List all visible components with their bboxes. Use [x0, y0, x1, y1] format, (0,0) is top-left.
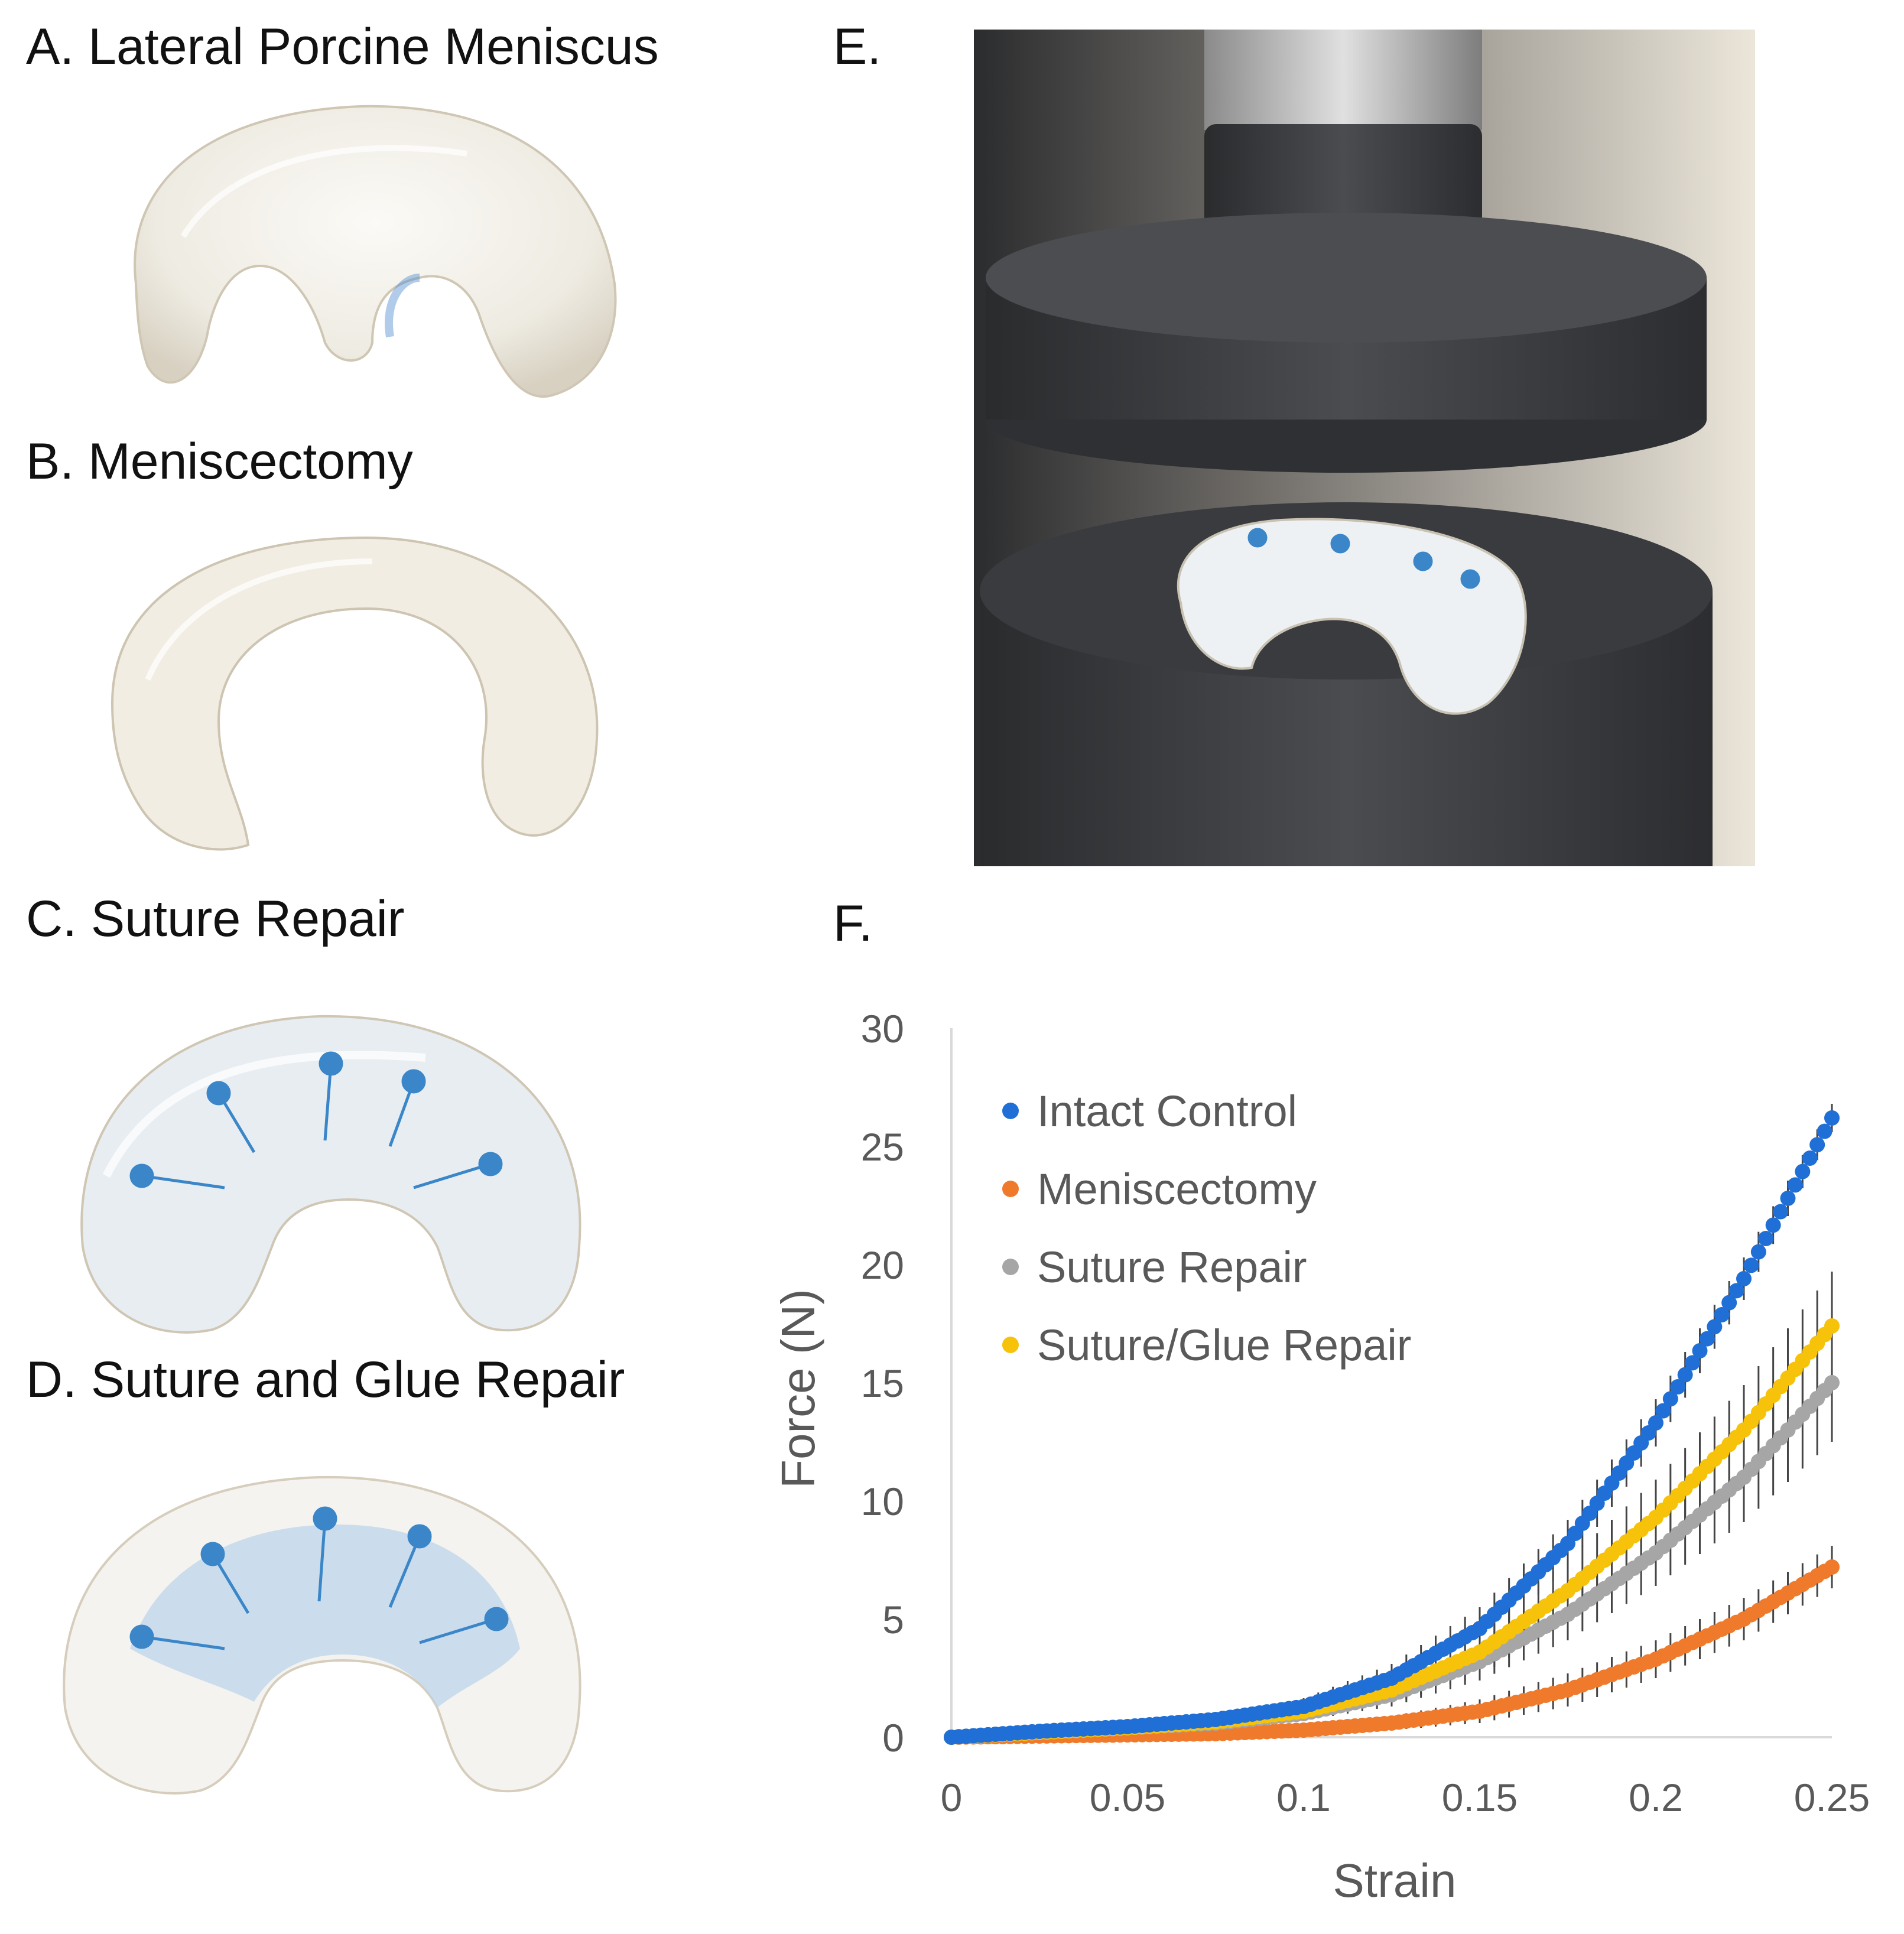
- panel-f-label: F.: [833, 895, 873, 952]
- y-tick-label: 10: [861, 1480, 904, 1523]
- x-tick-label: 0: [941, 1776, 963, 1819]
- x-tick-label: 0.2: [1629, 1776, 1683, 1819]
- data-point: [1817, 1123, 1832, 1139]
- data-point: [1765, 1217, 1781, 1233]
- data-point: [1824, 1559, 1840, 1575]
- data-point: [1648, 1415, 1663, 1431]
- legend-label: Suture Repair: [1037, 1243, 1307, 1292]
- panel-d-label: D. Suture and Glue Repair: [26, 1351, 625, 1408]
- y-tick-label: 15: [861, 1361, 904, 1405]
- panel-a-label: A. Lateral Porcine Meniscus: [26, 18, 659, 75]
- data-point: [1758, 1231, 1774, 1246]
- x-axis-label: Strain: [1333, 1854, 1457, 1907]
- data-point: [1662, 1391, 1678, 1407]
- data-point: [1655, 1403, 1671, 1419]
- data-point: [1795, 1163, 1811, 1179]
- data-point: [1743, 1257, 1759, 1273]
- data-point: [1824, 1110, 1840, 1126]
- data-points: [944, 1110, 1840, 1745]
- legend-label: Suture/Glue Repair: [1037, 1321, 1411, 1370]
- data-point: [1699, 1331, 1715, 1347]
- legend-label: Meniscectomy: [1037, 1165, 1317, 1214]
- data-point: [1692, 1343, 1708, 1358]
- data-point: [1721, 1295, 1737, 1311]
- meniscus-meniscectomy-photo: [111, 536, 599, 851]
- data-point: [1809, 1137, 1825, 1153]
- tick-labels: 0 0.05 0.1 0.15 0.2 0.25 0 5 10 15 20 25 30: [861, 1007, 1870, 1819]
- data-point: [1802, 1150, 1818, 1166]
- data-point: [1670, 1379, 1686, 1395]
- data-point: [1787, 1177, 1803, 1193]
- data-point: [1736, 1271, 1752, 1286]
- data-point: [1728, 1283, 1744, 1299]
- data-point: [1750, 1244, 1766, 1260]
- data-point: [1824, 1318, 1840, 1334]
- data-point: [1773, 1204, 1789, 1220]
- meniscus-intact-photo: [134, 105, 617, 398]
- force-strain-chart: 0 0.05 0.1 0.15 0.2 0.25 0 5 10 15 20 25 30 Strain F…: [772, 1007, 1870, 1907]
- x-tick-label: 0.15: [1442, 1776, 1518, 1819]
- y-tick-label: 0: [882, 1716, 904, 1760]
- x-tick-label: 0.05: [1090, 1776, 1165, 1819]
- legend-marker: [1002, 1181, 1019, 1197]
- x-tick-label: 0.1: [1276, 1776, 1331, 1819]
- y-tick-label: 30: [861, 1007, 904, 1051]
- data-point: [1685, 1355, 1701, 1371]
- y-tick-label: 5: [882, 1598, 904, 1642]
- compression-test-photo: [974, 30, 1755, 866]
- panel-b-label: B. Meniscectomy: [26, 433, 413, 490]
- panel-e-label: E.: [833, 18, 882, 75]
- meniscus-suture-glue-repair-photo: [63, 1475, 581, 1795]
- data-point: [1824, 1375, 1840, 1390]
- x-tick-label: 0.25: [1794, 1776, 1870, 1819]
- y-tick-label: 25: [861, 1125, 904, 1169]
- legend-marker: [1002, 1259, 1019, 1275]
- data-point: [1677, 1367, 1693, 1383]
- data-point: [1714, 1307, 1730, 1322]
- legend-label: Intact Control: [1037, 1087, 1297, 1136]
- meniscus-suture-repair-photo: [80, 1015, 581, 1334]
- data-point: [1780, 1191, 1796, 1206]
- y-axis-label: Force (N): [772, 1289, 824, 1488]
- legend-marker: [1002, 1103, 1019, 1119]
- y-tick-label: 20: [861, 1243, 904, 1287]
- legend-marker: [1002, 1337, 1019, 1353]
- panel-c-label: C. Suture Repair: [26, 890, 405, 947]
- data-point: [1707, 1319, 1723, 1335]
